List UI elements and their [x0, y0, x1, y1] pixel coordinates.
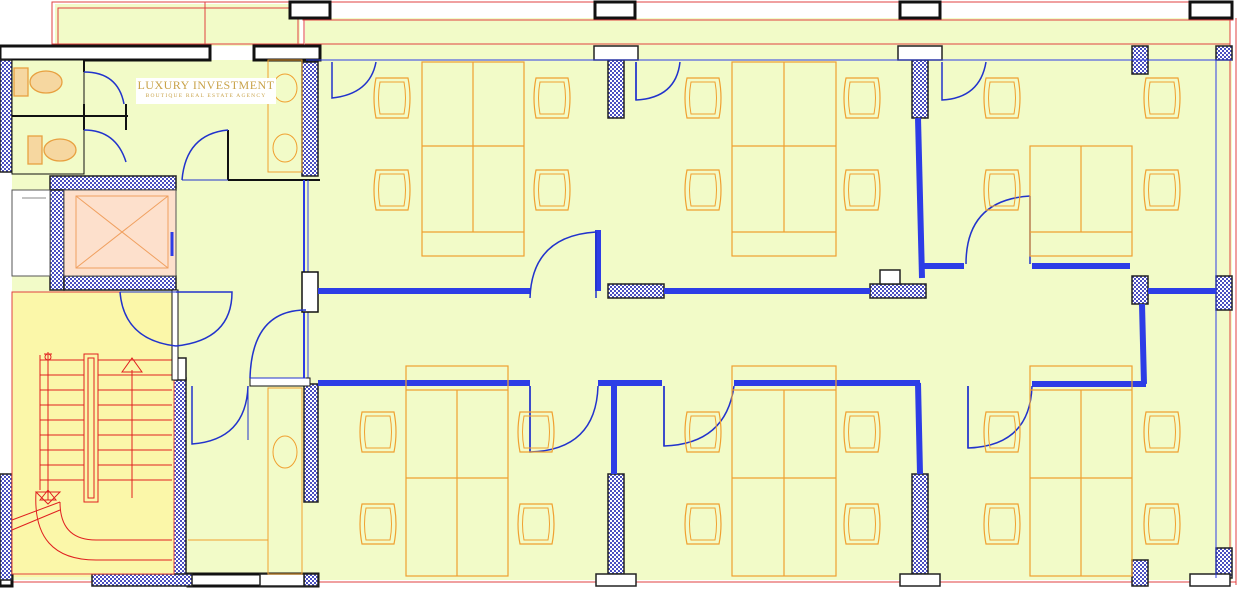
desks: [405, 61, 1133, 577]
partitions: [318, 117, 1216, 475]
partition-lines: [306, 59, 1232, 578]
lobby: [119, 61, 377, 575]
staircase: [11, 291, 175, 575]
restrooms: [11, 59, 320, 181]
elevator: [11, 189, 177, 277]
agency-logo: LUXURY INVESTMENT BOUTIQUE REAL ESTATE A…: [136, 78, 276, 104]
logo-title: LUXURY INVESTMENT: [137, 78, 275, 92]
toilet-icon: [13, 67, 63, 97]
logo-subtitle: BOUTIQUE REAL ESTATE AGENCY: [145, 93, 267, 99]
toilet-icon: [27, 135, 77, 165]
structural-columns: [0, 45, 1233, 587]
